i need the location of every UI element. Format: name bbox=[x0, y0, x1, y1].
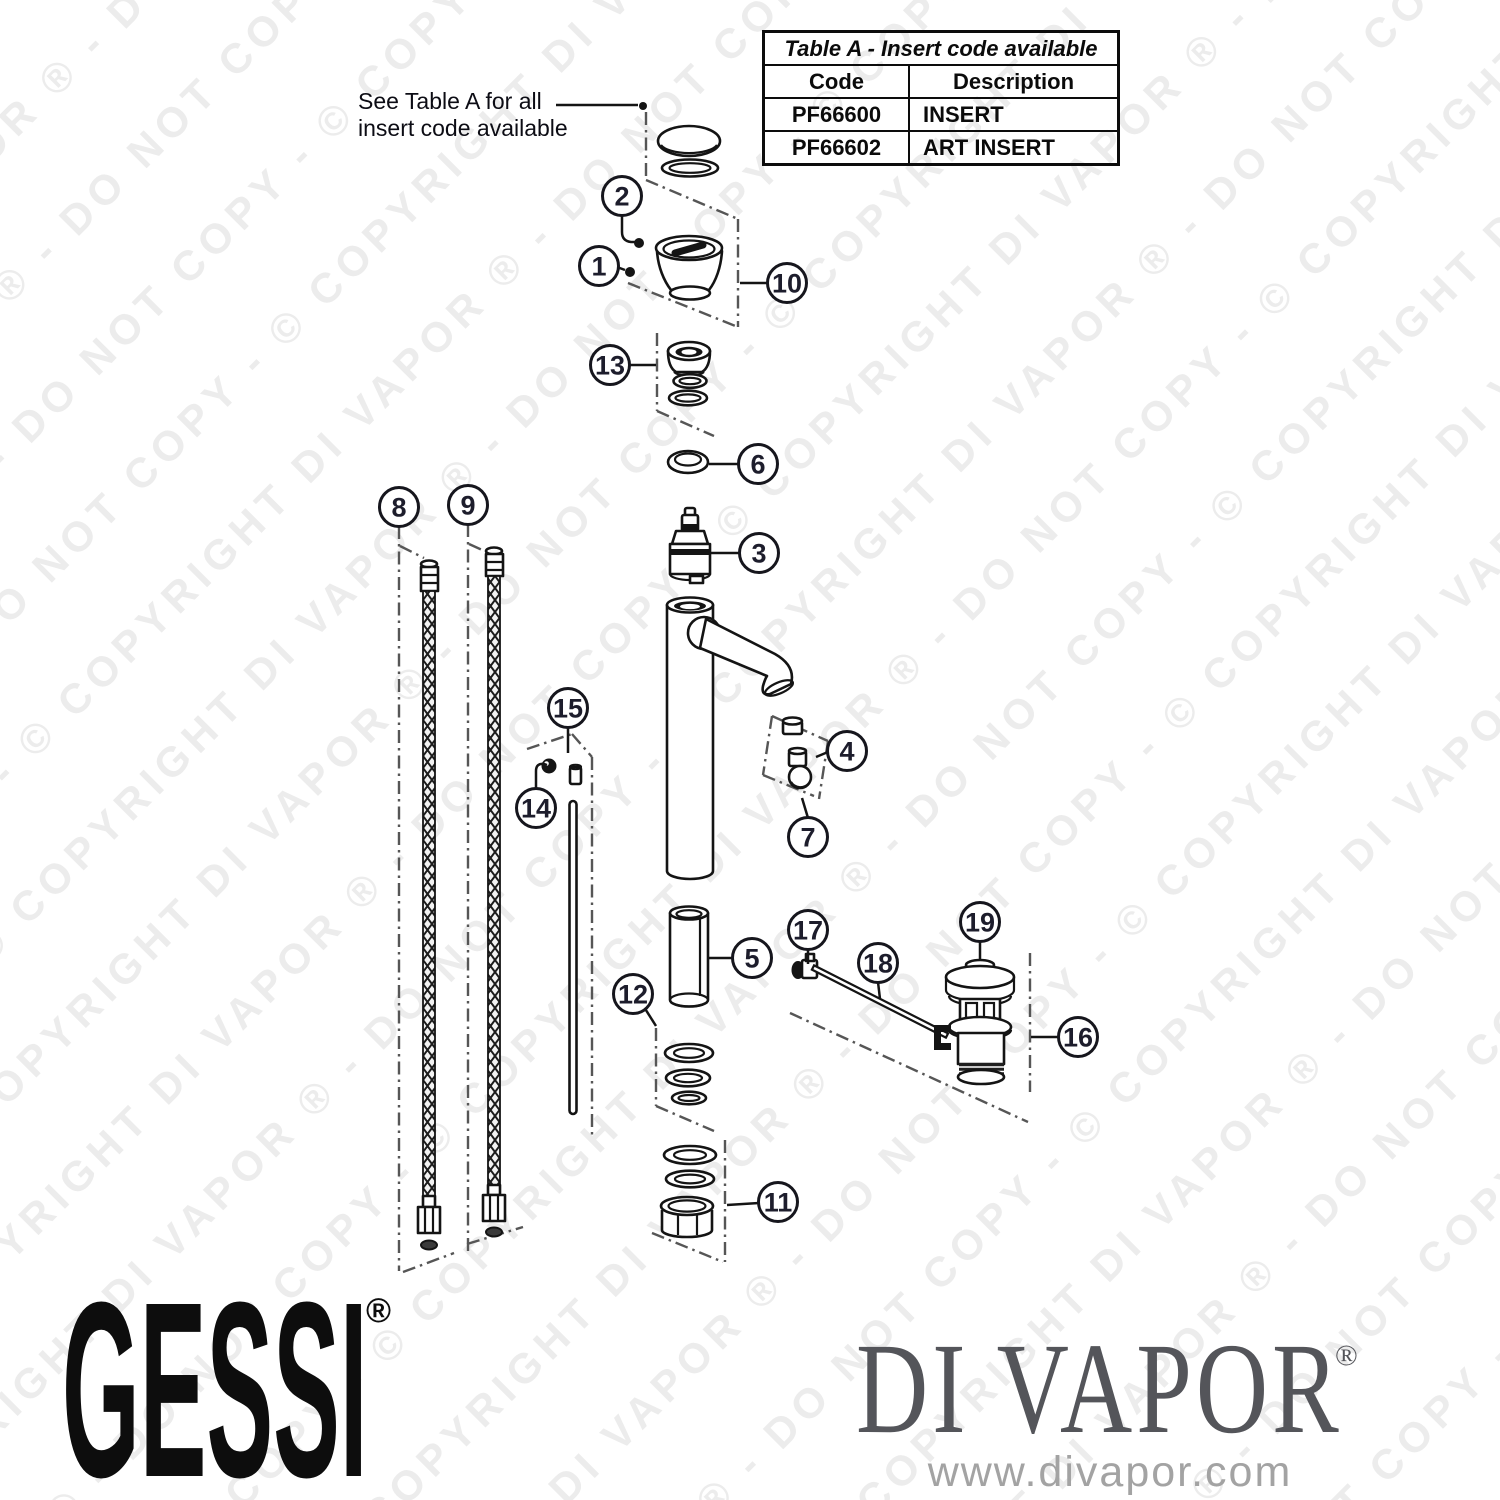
leader-lines bbox=[534, 102, 1058, 1207]
part-cartridge bbox=[668, 506, 712, 585]
svg-text:16: 16 bbox=[1063, 1023, 1093, 1053]
part-base-sleeve bbox=[668, 905, 710, 1008]
callout-3: 3 bbox=[738, 532, 780, 574]
part-linkage-rod bbox=[810, 963, 950, 1040]
svg-text:8: 8 bbox=[391, 493, 406, 523]
svg-text:19: 19 bbox=[965, 908, 995, 938]
callout-9: 9 bbox=[447, 484, 489, 526]
part-ring-nut bbox=[666, 449, 710, 475]
part-lift-rod bbox=[541, 758, 583, 1116]
part-faucet-body bbox=[665, 596, 795, 881]
svg-text:11: 11 bbox=[764, 1188, 793, 1218]
table-header-row: Code Description bbox=[762, 64, 1120, 99]
note-see-table-a: See Table A for all insert code availabl… bbox=[358, 88, 568, 142]
part-seal-stack-upper bbox=[663, 1042, 715, 1106]
svg-text:6: 6 bbox=[750, 450, 765, 480]
callout-2: 2 bbox=[601, 175, 643, 217]
svg-text:3: 3 bbox=[751, 539, 766, 569]
callout-7: 7 bbox=[787, 816, 829, 858]
callout-14: 14 bbox=[515, 787, 557, 829]
svg-text:5: 5 bbox=[744, 944, 759, 974]
svg-text:15: 15 bbox=[553, 694, 583, 724]
part-insert-disc bbox=[656, 124, 722, 178]
callout-8: 8 bbox=[378, 486, 420, 528]
svg-text:13: 13 bbox=[595, 351, 625, 381]
part-mounting-nut-set bbox=[659, 1144, 718, 1239]
cell-description: INSERT bbox=[908, 97, 1120, 132]
cell-code: PF66602 bbox=[762, 130, 910, 166]
table-insert-codes: Table A - Insert code available Code Des… bbox=[762, 30, 1120, 166]
svg-text:2: 2 bbox=[614, 182, 629, 212]
callout-17: 17 bbox=[787, 909, 829, 951]
callout-11: 11 bbox=[757, 1181, 799, 1223]
part-flex-hose-right bbox=[481, 546, 507, 1238]
divapor-registered-mark: ® bbox=[1335, 1339, 1358, 1372]
svg-text:1: 1 bbox=[591, 252, 606, 282]
part-handle-cap bbox=[654, 234, 724, 301]
callout-1: 1 bbox=[578, 245, 620, 287]
table-row: PF66600 INSERT bbox=[762, 97, 1120, 132]
table-title: Table A - Insert code available bbox=[762, 30, 1120, 66]
svg-text:14: 14 bbox=[521, 794, 551, 824]
cell-code: PF66600 bbox=[762, 97, 910, 132]
part-aerator-insert bbox=[666, 340, 712, 407]
table-row: PF66602 ART INSERT bbox=[762, 130, 1120, 166]
gessi-logo-text: GESSI bbox=[62, 1286, 368, 1486]
callout-12: 12 bbox=[612, 973, 654, 1015]
callout-5: 5 bbox=[731, 937, 773, 979]
callout-16: 16 bbox=[1057, 1016, 1099, 1058]
part-flex-hose-left bbox=[416, 559, 442, 1251]
divapor-logo: DI VAPOR ® www.divapor.com bbox=[856, 1320, 1358, 1496]
callout-6: 6 bbox=[737, 443, 779, 485]
cell-description: ART INSERT bbox=[908, 130, 1120, 166]
callout-13: 13 bbox=[589, 344, 631, 386]
callout-15: 15 bbox=[547, 687, 589, 729]
column-header-description: Description bbox=[908, 64, 1120, 99]
svg-text:12: 12 bbox=[618, 980, 648, 1010]
gessi-logo: GESSI bbox=[62, 1286, 368, 1486]
svg-text:17: 17 bbox=[793, 916, 823, 946]
callout-10: 10 bbox=[766, 262, 808, 304]
callout-18: 18 bbox=[857, 942, 899, 984]
divapor-logo-text: DI VAPOR bbox=[856, 1320, 1343, 1461]
callout-19: 19 bbox=[959, 901, 1001, 943]
svg-text:18: 18 bbox=[863, 949, 893, 979]
parts bbox=[416, 124, 1016, 1251]
svg-text:4: 4 bbox=[839, 737, 854, 767]
table-title-row: Table A - Insert code available bbox=[762, 30, 1120, 66]
part-popup-waste bbox=[934, 958, 1016, 1086]
callout-4: 4 bbox=[826, 730, 868, 772]
divapor-url: www.divapor.com bbox=[927, 1448, 1293, 1496]
column-header-code: Code bbox=[762, 64, 910, 99]
svg-text:9: 9 bbox=[460, 491, 475, 521]
part-check-valve-set bbox=[781, 716, 813, 790]
svg-text:10: 10 bbox=[772, 269, 802, 299]
gessi-registered-mark: ® bbox=[366, 1292, 392, 1330]
svg-text:7: 7 bbox=[800, 823, 815, 853]
